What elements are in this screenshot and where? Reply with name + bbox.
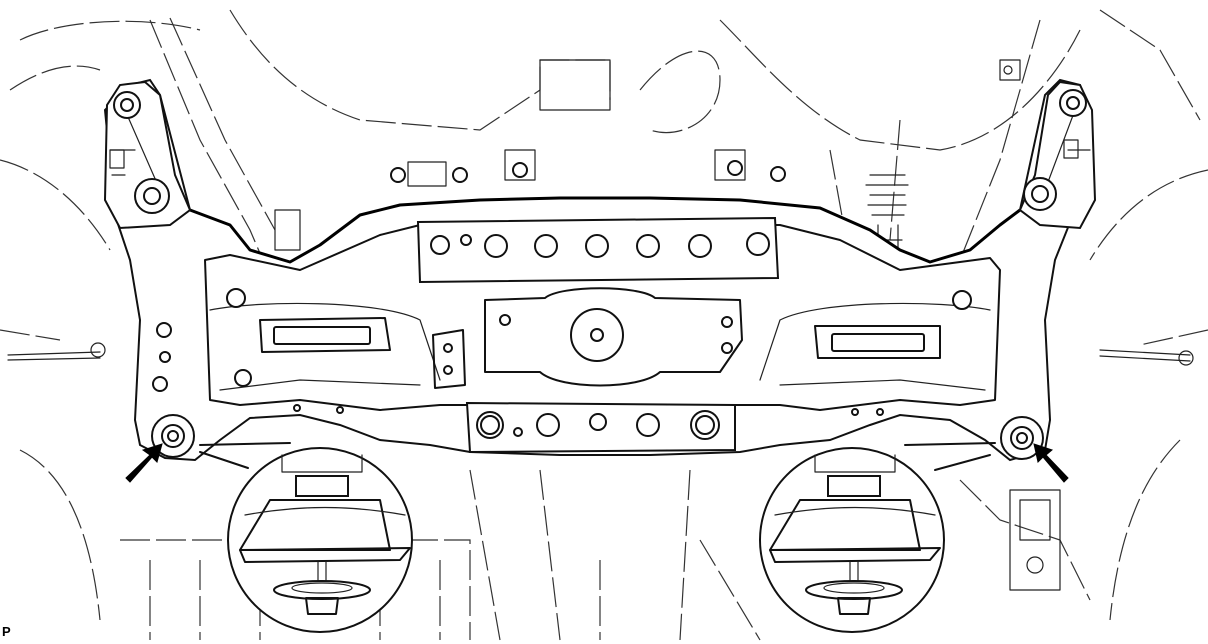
arrow-icon	[1033, 443, 1069, 483]
underbody-background	[0, 9, 1208, 641]
figure-code-label: P	[2, 624, 11, 639]
left-detail-callout	[227, 447, 413, 633]
arrow-icon	[125, 443, 163, 483]
crossmember	[103, 78, 1097, 462]
callout-leaders	[199, 442, 996, 471]
right-detail-callout	[759, 447, 945, 633]
